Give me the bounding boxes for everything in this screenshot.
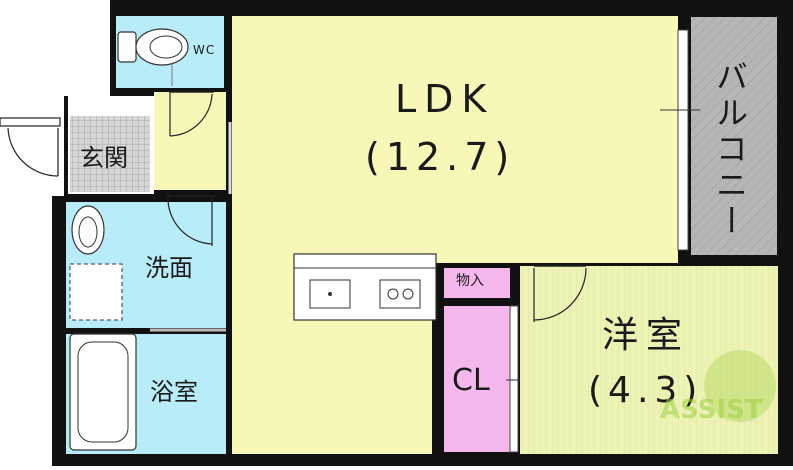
ldk-name: LDK (395, 77, 495, 121)
ldk-room (232, 16, 678, 263)
kitchen-counter (293, 253, 437, 321)
stove-icon (379, 279, 421, 309)
storage (444, 268, 510, 298)
closet (444, 306, 510, 452)
balcony (689, 15, 779, 257)
toilet-icon (117, 28, 189, 66)
ldk-area: (12.7) (365, 135, 516, 179)
watermark-text: ASSIST (660, 395, 763, 425)
entrance-label: 玄関 (80, 144, 128, 172)
western-room-door-icon (533, 265, 587, 322)
entrance-tile (70, 116, 150, 192)
bathtub-icon (69, 333, 137, 451)
western-room-name: 洋室 (602, 315, 691, 356)
western-room (520, 266, 778, 454)
entrance-door-icon (0, 117, 61, 177)
bathroom-label: 浴室 (150, 378, 198, 406)
storage-label: 物入 (456, 273, 484, 289)
washroom-door-icon (167, 195, 216, 246)
watermark-logo: ASSIST (660, 350, 776, 425)
toilet-label: WC (193, 43, 216, 57)
washer-space (69, 263, 123, 321)
balcony-label: バルコニー (711, 60, 749, 240)
western-room-area: (4.3) (588, 370, 704, 411)
closet-label: CL (452, 363, 490, 398)
washbasin-icon (71, 205, 105, 255)
washroom-label: 洗面 (145, 254, 193, 282)
wc-door-icon (169, 91, 214, 137)
hall (154, 92, 226, 190)
balcony-window (677, 29, 689, 251)
